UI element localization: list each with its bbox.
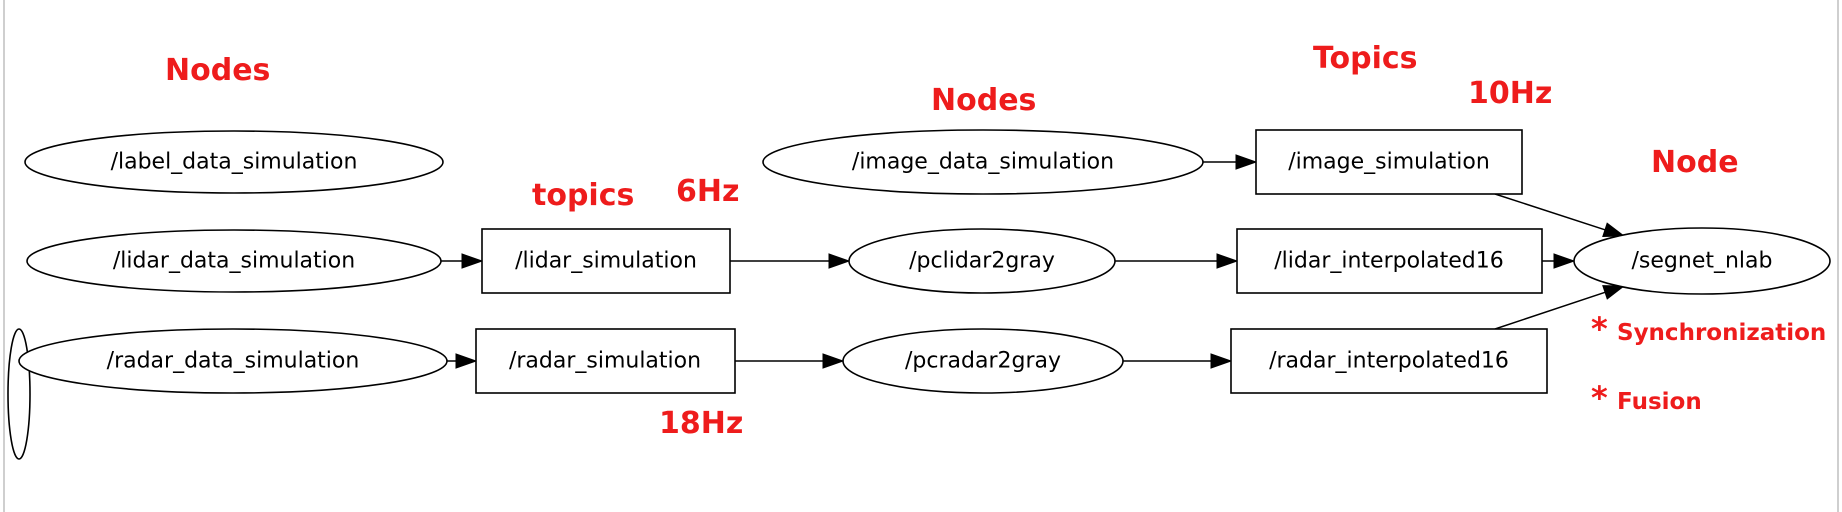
- node-label: /pcradar2gray: [905, 349, 1061, 374]
- edge-lidar-simulation-to-pclidar2gray: [730, 253, 851, 269]
- arrowhead-icon: [1602, 285, 1626, 300]
- edge-pcradar2gray-to-radar-interpolated16: [1123, 353, 1233, 369]
- topic-label: /lidar_simulation: [515, 249, 697, 274]
- arrowhead-icon: [461, 253, 484, 269]
- bullet-text: Synchronization: [1617, 320, 1826, 346]
- node-label: /image_data_simulation: [852, 150, 1114, 175]
- node-ellipse: [24, 130, 444, 194]
- node-lidar-data-simulation[interactable]: /lidar_data_simulation: [26, 229, 442, 293]
- arrowhead-icon: [828, 253, 851, 269]
- topic-label: /lidar_interpolated16: [1274, 249, 1504, 274]
- node-label: /label_data_simulation: [111, 150, 358, 175]
- topic-box: [481, 228, 731, 294]
- annotation-topics-lower: topics: [532, 178, 634, 213]
- annotation-nodes-left: Nodes: [165, 53, 270, 88]
- node-ellipse: [26, 229, 442, 293]
- empty-node-ellipse[interactable]: [7, 328, 31, 460]
- node-ellipse: [1573, 227, 1831, 295]
- topic-image-simulation[interactable]: /image_simulation: [1255, 129, 1523, 195]
- node-ellipse: [762, 129, 1204, 195]
- bullet-star: *: [1591, 379, 1608, 417]
- node-ellipse: [18, 328, 448, 394]
- topic-lidar-simulation[interactable]: /lidar_simulation: [481, 228, 731, 294]
- edge-radar-interpolated16-to-segnet-nlab: [1494, 285, 1626, 330]
- arrowhead-icon: [822, 353, 845, 369]
- edge-image-simulation-to-segnet-nlab: [1494, 193, 1626, 237]
- topic-lidar-interpolated16[interactable]: /lidar_interpolated16: [1236, 228, 1543, 294]
- topic-box: [1230, 328, 1548, 394]
- node-ellipse: [842, 328, 1124, 394]
- annotation-node-right: Node: [1651, 145, 1739, 180]
- node-label-data-simulation[interactable]: /label_data_simulation: [24, 130, 444, 194]
- arrowhead-icon: [1553, 253, 1576, 269]
- node-label: /lidar_data_simulation: [113, 249, 355, 274]
- arrowhead-icon: [1216, 253, 1239, 269]
- topic-box: [475, 328, 736, 394]
- arrowhead-icon: [455, 353, 478, 369]
- node-ellipse: [848, 228, 1116, 294]
- topic-label: /radar_interpolated16: [1269, 349, 1509, 374]
- node-label: /segnet_nlab: [1632, 249, 1773, 274]
- node-label: /radar_data_simulation: [107, 349, 360, 374]
- edges-layer: [441, 154, 1626, 369]
- edge-radar-simulation-to-pcradar2gray: [735, 353, 845, 369]
- node-segnet-nlab[interactable]: /segnet_nlab: [1573, 227, 1831, 295]
- node-image-data-simulation[interactable]: /image_data_simulation: [762, 129, 1204, 195]
- topic-box: [1255, 129, 1523, 195]
- edge-radar-data-simulation-to-radar-simulation: [447, 353, 478, 369]
- annotation-rate-10hz: 10Hz: [1468, 76, 1552, 111]
- annotation-topics-upper: Topics: [1313, 41, 1418, 76]
- bullet-fusion: * Fusion: [1591, 379, 1702, 417]
- node-label: /pclidar2gray: [909, 249, 1055, 274]
- edge-lidar-data-simulation-to-lidar-simulation: [441, 253, 484, 269]
- edge-line: [1494, 193, 1606, 231]
- arrowhead-icon: [1602, 222, 1626, 237]
- node-pclidar2gray[interactable]: /pclidar2gray: [848, 228, 1116, 294]
- bullet-star: *: [1591, 310, 1608, 348]
- edge-pclidar2gray-to-lidar-interpolated16: [1115, 253, 1239, 269]
- topic-label: /radar_simulation: [509, 349, 701, 374]
- edge-image-data-simulation-to-image-simulation: [1203, 154, 1258, 170]
- edge-lidar-interpolated16-to-segnet-nlab: [1542, 253, 1576, 269]
- annotation-rate-6hz: 6Hz: [676, 174, 739, 209]
- topic-radar-simulation[interactable]: /radar_simulation: [475, 328, 736, 394]
- node-pcradar2gray[interactable]: /pcradar2gray: [842, 328, 1124, 394]
- bullet-synchronization: * Synchronization: [1591, 310, 1826, 348]
- node-radar-data-simulation[interactable]: /radar_data_simulation: [18, 328, 448, 394]
- edge-line: [1494, 291, 1606, 330]
- arrowhead-icon: [1235, 154, 1258, 170]
- topic-label: /image_simulation: [1288, 150, 1490, 175]
- topic-radar-interpolated16[interactable]: /radar_interpolated16: [1230, 328, 1548, 394]
- arrowhead-icon: [1210, 353, 1233, 369]
- topic-box: [1236, 228, 1543, 294]
- annotation-nodes-middle: Nodes: [931, 83, 1036, 118]
- bullet-text: Fusion: [1617, 389, 1702, 415]
- annotation-rate-18hz: 18Hz: [659, 406, 743, 441]
